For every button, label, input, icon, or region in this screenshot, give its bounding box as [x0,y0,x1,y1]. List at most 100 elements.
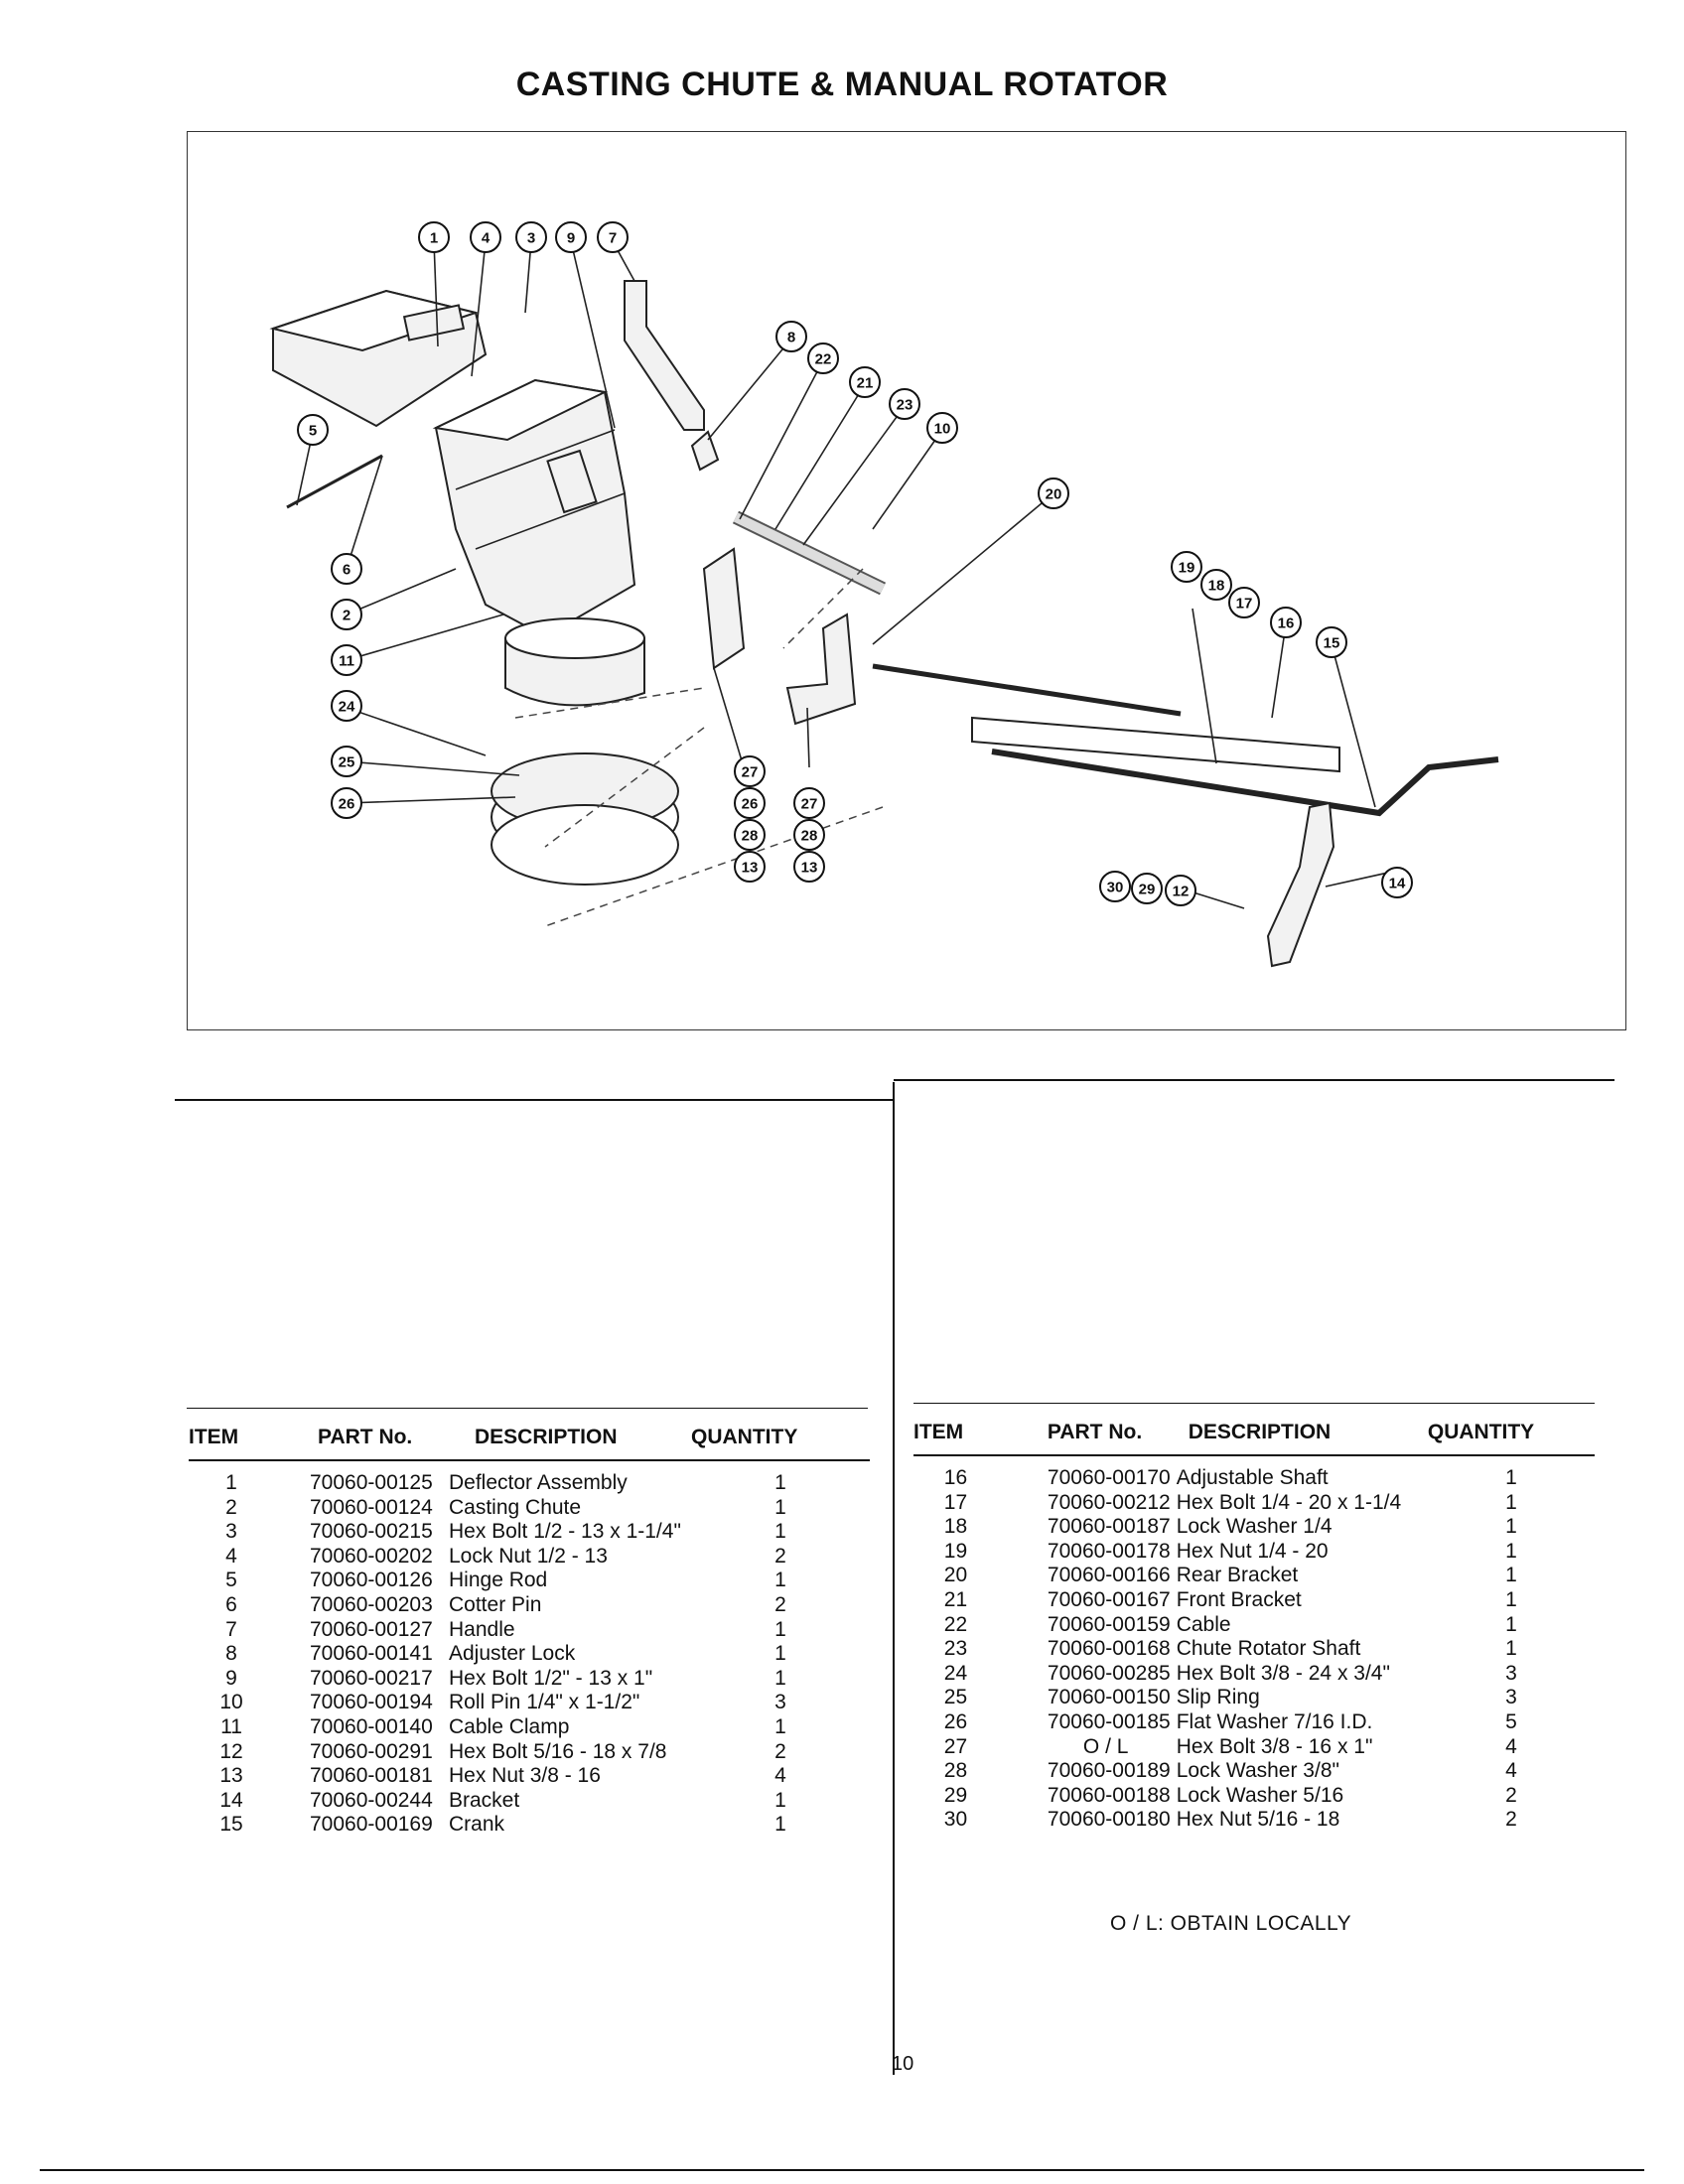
bracket-drawing [1266,801,1335,968]
front-bracket-drawing [702,547,746,670]
cell-part-no: 70060-00285 [1047,1661,1171,1685]
cell-part-no: 70060-00140 [310,1714,433,1738]
cell-quantity: 4 [1505,1759,1517,1783]
callout-12: 12 [1165,875,1196,906]
cell-quantity: 4 [1505,1734,1517,1758]
svg-text:8: 8 [787,330,795,346]
cell-part-no: 70060-00167 [1047,1587,1171,1611]
callout-13: 13 [734,851,766,883]
cell-part-no: 70060-00180 [1047,1808,1171,1832]
cell-part-no: 70060-00202 [310,1544,433,1568]
cell-part-no: 70060-00166 [1047,1564,1171,1587]
svg-text:13: 13 [801,860,818,877]
cell-quantity: 3 [774,1691,786,1714]
svg-text:5: 5 [309,423,317,440]
callout-27: 27 [793,787,825,819]
cell-quantity: 1 [774,1569,786,1592]
cell-item: 19 [943,1539,968,1563]
cell-item: 11 [220,1714,242,1738]
cell-quantity: 1 [1505,1515,1517,1539]
section-rule-left [175,1099,894,1101]
callout-13: 13 [793,851,825,883]
cell-item: 10 [219,1691,243,1714]
table-top-rule-left [187,1408,868,1409]
callout-19: 19 [1171,551,1202,583]
page-number: 10 [892,2053,914,2075]
cell-part-no: 70060-00170 [1047,1466,1171,1489]
cell-description: Hex Bolt 5/16 - 18 x 7/8 [449,1739,667,1763]
callout-14: 14 [1381,867,1413,898]
cell-part-no: 70060-00188 [1047,1783,1171,1807]
leader-lines [296,240,1398,909]
cell-item: 27 [943,1734,968,1758]
cell-description: Casting Chute [449,1495,582,1519]
cell-description: Hex Nut 1/4 - 20 [1176,1539,1329,1563]
cell-quantity: 1 [774,1520,786,1544]
callout-1: 1 [418,221,450,253]
cell-part-no: 70060-00178 [1047,1539,1171,1563]
cell-part-no: 70060-00203 [310,1592,433,1616]
svg-text:29: 29 [1139,882,1156,898]
svg-text:9: 9 [567,230,575,247]
callout-15: 15 [1316,626,1347,658]
cell-item: 18 [943,1515,968,1539]
cell-item: 12 [219,1739,243,1763]
cell-item: 21 [943,1587,968,1611]
cell-part-no: 70060-00168 [1047,1637,1171,1661]
callout-18: 18 [1200,569,1232,601]
page-title: CASTING CHUTE & MANUAL ROTATOR [515,66,1169,103]
cell-description: Hex Bolt 1/4 - 20 x 1-1/4 [1176,1490,1402,1514]
cell-quantity: 4 [774,1764,786,1788]
cell-description: Hex Nut 5/16 - 18 [1176,1808,1340,1832]
cell-item: 22 [943,1612,968,1636]
cell-item: 26 [943,1709,968,1733]
callout-22: 22 [807,342,839,374]
header-description: DESCRIPTION [1170,1421,1428,1456]
callout-4: 4 [470,221,501,253]
cell-description: Lock Washer 5/16 [1176,1783,1344,1807]
cell-quantity: 1 [1505,1564,1517,1587]
cell-part-no: 70060-00150 [1047,1686,1171,1709]
header-item: ITEM [189,1426,274,1461]
cell-part-no: 70060-00212 [1047,1490,1171,1514]
cell-part-no: 70060-00244 [310,1788,433,1812]
cell-quantity: 1 [774,1471,786,1494]
cell-quantity: 1 [774,1788,786,1812]
svg-text:4: 4 [482,230,491,247]
svg-text:28: 28 [801,828,818,845]
cell-quantity: 2 [774,1739,786,1763]
callout-11: 11 [331,644,362,676]
svg-text:19: 19 [1179,560,1195,577]
cell-item: 24 [943,1661,968,1685]
table-header-row: ITEM PART No. DESCRIPTION QUANTITY [189,1426,870,1461]
svg-text:22: 22 [815,351,832,368]
cell-description: Lock Nut 1/2 - 13 [449,1544,608,1568]
cell-description: Deflector Assembly [449,1471,628,1494]
header-quantity: QUANTITY [1427,1421,1595,1456]
callout-26: 26 [331,787,362,819]
header-part-no: PART No. [997,1421,1171,1456]
svg-text:20: 20 [1046,486,1062,503]
cell-quantity: 1 [774,1714,786,1738]
cell-description: Hex Bolt 1/2" - 13 x 1" [449,1666,653,1690]
cell-description: Hinge Rod [449,1569,548,1592]
cell-part-no: O / L [1082,1734,1129,1758]
callout-30: 30 [1099,871,1131,902]
svg-text:18: 18 [1208,578,1225,595]
cell-item: 6 [225,1592,237,1616]
svg-text:25: 25 [339,754,355,771]
cell-item: 14 [219,1788,243,1812]
